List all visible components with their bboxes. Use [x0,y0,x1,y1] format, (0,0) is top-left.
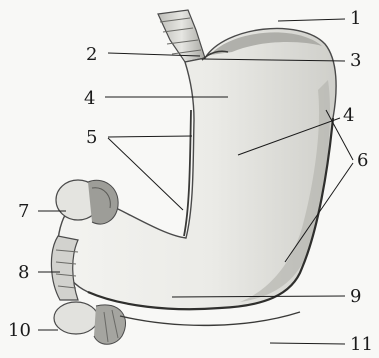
label-5: 5 [86,127,97,148]
label-11: 11 [350,334,373,355]
leader-5b [108,138,183,210]
lower-curvature-stroke [120,312,300,325]
leader-11 [270,343,345,344]
label-9: 9 [350,286,361,307]
leader-1 [278,19,345,21]
label-1: 1 [350,8,361,29]
label-7: 7 [18,201,29,222]
label-4b: 4 [343,105,354,126]
label-2: 2 [86,44,97,65]
label-4a: 4 [84,88,95,109]
label-6: 6 [357,150,368,171]
esophagus [158,10,205,62]
label-8: 8 [18,262,29,283]
leader-5a [108,136,192,137]
label-3: 3 [350,50,361,71]
label-10: 10 [8,320,31,341]
